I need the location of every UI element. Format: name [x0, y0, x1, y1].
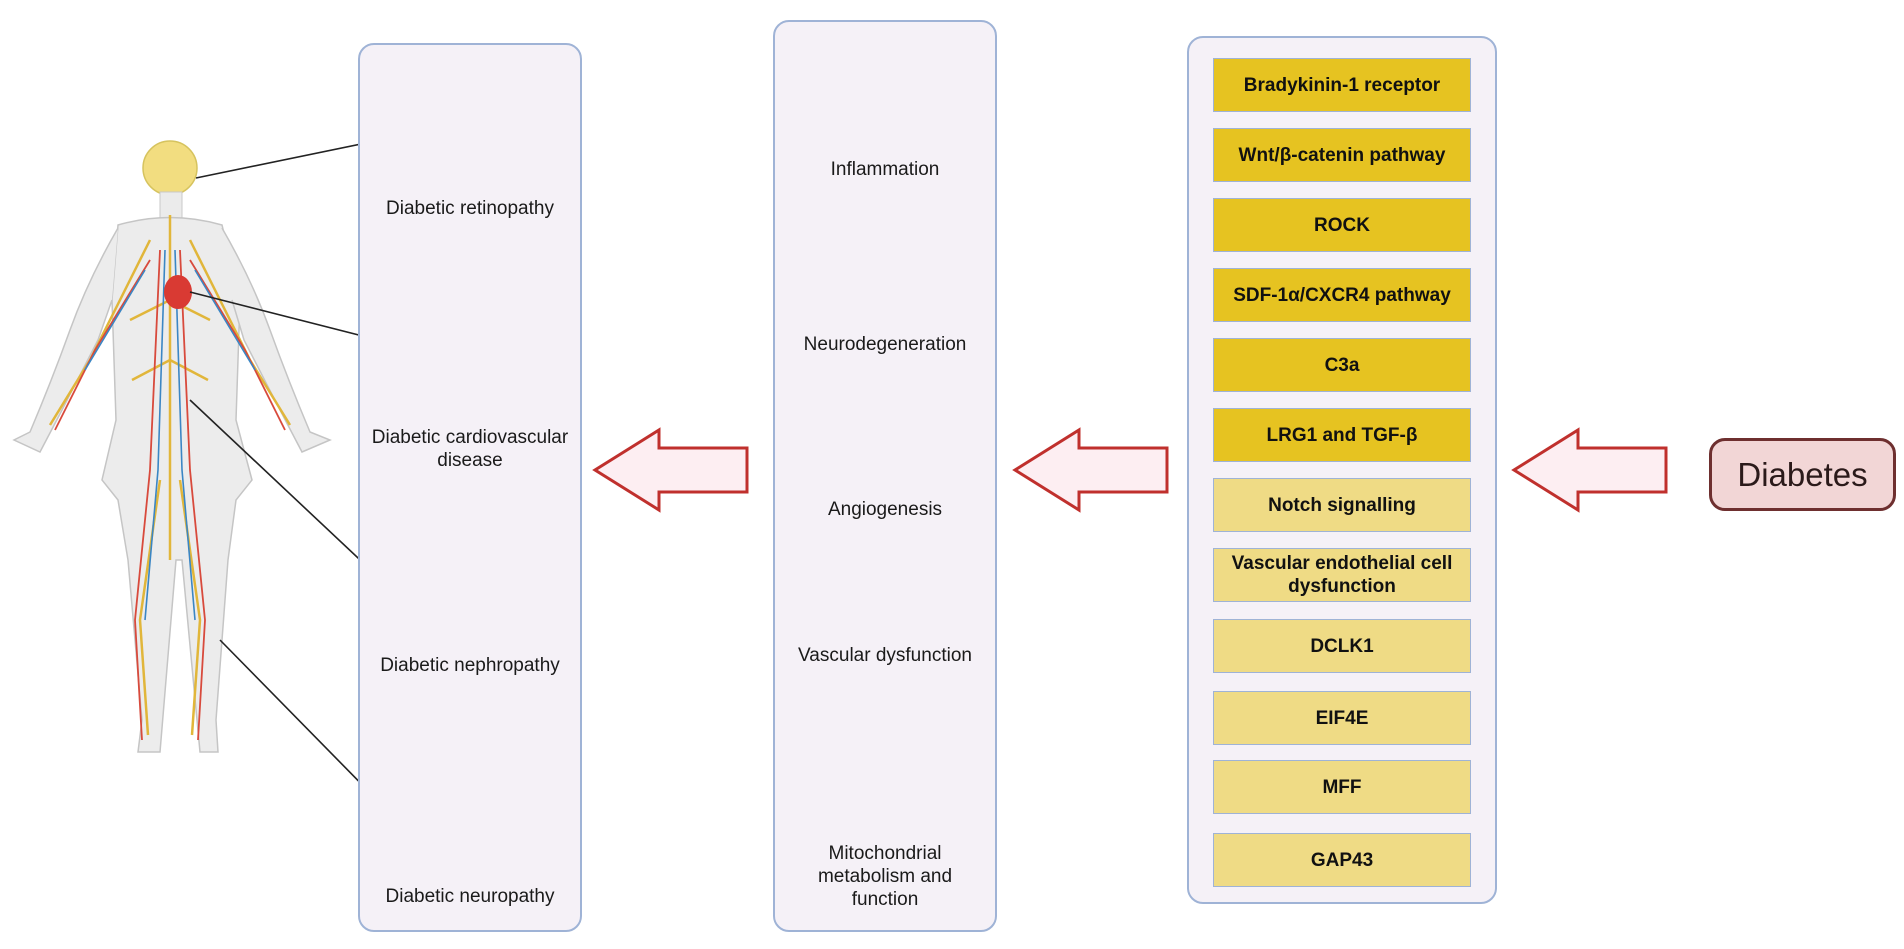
factor-box: Bradykinin-1 receptor [1213, 58, 1471, 112]
arrow-to-complications [592, 427, 749, 513]
mechanism-label-mitochondrial: Mitochondrial metabolism and function [817, 843, 953, 910]
factor-box: C3a [1213, 338, 1471, 392]
factor-box: GAP43 [1213, 833, 1471, 887]
factor-box: ROCK [1213, 198, 1471, 252]
mechanisms-panel [773, 20, 997, 932]
factor-box: Vascular endothelial cell dysfunction [1213, 548, 1471, 602]
complication-label-nephropathy: Diabetic nephropathy [380, 655, 560, 676]
arrow-to-mechanisms [1012, 427, 1169, 513]
factor-box: Wnt/β-catenin pathway [1213, 128, 1471, 182]
mechanism-label-inflammation: Inflammation [830, 159, 940, 180]
mechanism-label-neurodegeneration: Neurodegeneration [803, 334, 967, 355]
factor-box: DCLK1 [1213, 619, 1471, 673]
factor-box: LRG1 and TGF-β [1213, 408, 1471, 462]
complication-label-cardiovascular: Diabetic cardiovascular disease [371, 427, 569, 471]
factor-box: SDF-1α/CXCR4 pathway [1213, 268, 1471, 322]
complication-label-retinopathy: Diabetic retinopathy [386, 198, 554, 219]
factor-box: EIF4E [1213, 691, 1471, 745]
complications-panel [358, 43, 582, 932]
connector-lines [189, 137, 391, 810]
complication-label-neuropathy: Diabetic neuropathy [385, 886, 555, 907]
human-body-illustration [12, 140, 332, 753]
mechanism-label-angiogenesis: Angiogenesis [827, 499, 943, 520]
mechanism-label-vascular-dysfunction: Vascular dysfunction [798, 645, 972, 666]
factor-box: MFF [1213, 760, 1471, 814]
arrow-to-factors [1511, 427, 1668, 513]
diabetes-box: Diabetes [1709, 438, 1896, 511]
factor-box: Notch signalling [1213, 478, 1471, 532]
arrows [592, 427, 1668, 513]
